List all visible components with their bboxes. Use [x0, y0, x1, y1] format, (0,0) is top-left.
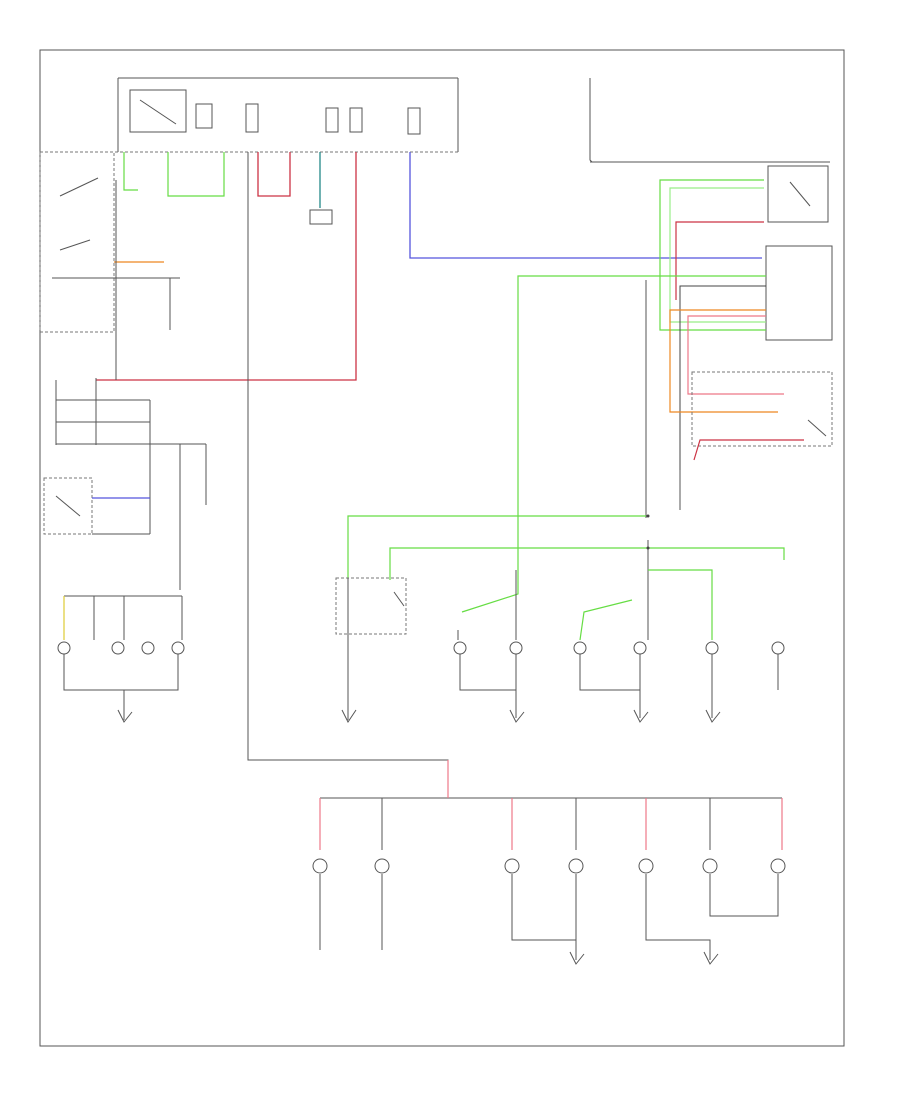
lamp-icon: [702, 858, 718, 874]
red-wire-1: [257, 152, 291, 197]
middle-lamp-row: [453, 630, 785, 723]
lamp-icon: [771, 641, 785, 655]
lamp-icon: [509, 641, 523, 655]
blue-wire: [409, 152, 762, 259]
lamp-icon: [573, 641, 587, 655]
turn-switch: [679, 371, 833, 510]
fuse-output-wires: [96, 152, 762, 381]
lamp-icon: [705, 641, 719, 655]
left-lamp-row: [57, 595, 185, 723]
lamp-icon: [633, 641, 647, 655]
lamp-icon: [504, 858, 520, 874]
fuse-relay-block: [40, 77, 460, 153]
lamp-icon: [453, 641, 467, 655]
lamp-icon: [111, 641, 125, 655]
combination-meter: [461, 78, 833, 613]
lamp-icon: [638, 858, 654, 874]
green-wire-1: [123, 152, 138, 191]
lamp-icon: [374, 858, 390, 874]
light-switch: [39, 151, 180, 380]
green-wire-2: [167, 152, 225, 197]
diagram-frame: [39, 49, 845, 1047]
red-wire-2: [96, 152, 357, 381]
lamp-icon: [57, 641, 71, 655]
hazard-switch: [43, 378, 207, 590]
middle-buses: [347, 280, 785, 641]
lamp-icon: [141, 641, 155, 655]
lamp-icon: [171, 641, 185, 655]
lamp-icon: [770, 858, 786, 874]
lamp-icon: [312, 858, 328, 874]
middle-relay: [335, 577, 407, 723]
bottom-lamp-row: [312, 760, 786, 965]
lamp-icon: [568, 858, 584, 874]
